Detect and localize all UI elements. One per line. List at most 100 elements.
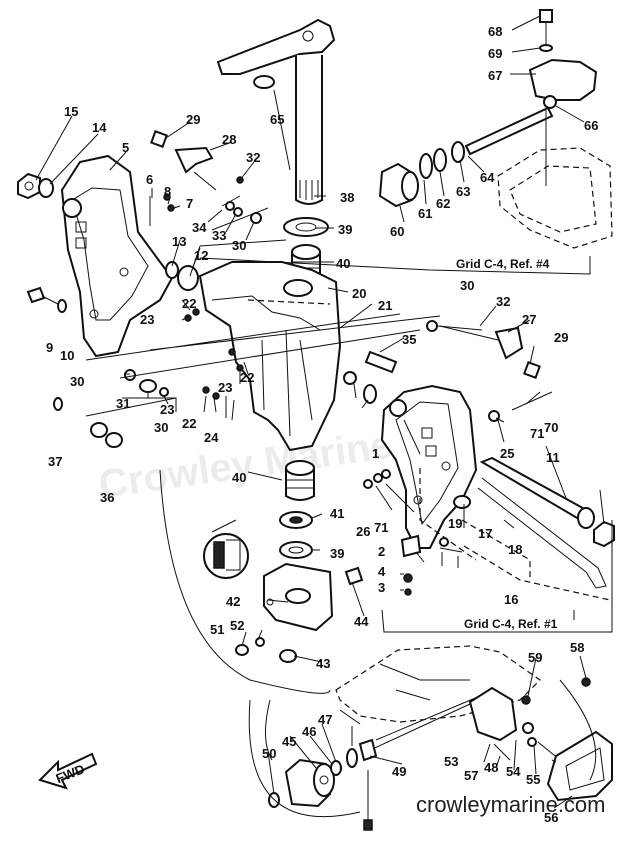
callout-54: 54	[506, 764, 521, 779]
callout-41: 41	[330, 506, 344, 521]
callout-18: 18	[508, 542, 522, 557]
grid-box-top	[199, 256, 591, 275]
bracket-53	[468, 677, 591, 761]
callout-70: 70	[544, 420, 558, 435]
callout-15: 15	[64, 104, 78, 119]
callout-23b: 23	[218, 380, 232, 395]
watermark: crowleymarine.com	[416, 792, 606, 817]
callout-22c: 22	[182, 416, 196, 431]
callout-37: 37	[48, 454, 62, 469]
callout-36: 36	[100, 490, 114, 505]
callout-58: 58	[570, 640, 584, 655]
lower-mount	[335, 645, 541, 741]
dashed-plate	[497, 110, 613, 249]
callout-42: 42	[226, 594, 240, 609]
callout-1: 1	[372, 446, 379, 461]
callout-22a: 22	[182, 296, 196, 311]
callout-29a: 29	[186, 112, 200, 127]
washer-39-upper	[283, 217, 329, 237]
callout-32b: 32	[496, 294, 510, 309]
callout-16: 16	[504, 592, 518, 607]
seal-41	[279, 511, 313, 529]
right-small-parts	[343, 320, 553, 596]
callout-55: 55	[526, 772, 540, 787]
callout-59: 59	[528, 650, 542, 665]
callout-21: 21	[378, 298, 392, 313]
callout-40a: 40	[336, 256, 350, 271]
callout-22b: 22	[240, 370, 254, 385]
callout-13: 13	[172, 234, 186, 249]
callout-6: 6	[146, 172, 153, 187]
left-clamp-bracket	[60, 154, 174, 358]
outline-curves	[159, 469, 597, 818]
callout-19: 19	[448, 516, 462, 531]
tilt-tube-11	[479, 456, 595, 529]
callout-32a: 32	[246, 150, 260, 165]
rubber-mount-45	[268, 748, 358, 808]
nut-15-right	[593, 520, 615, 548]
nut-15-left	[17, 172, 41, 200]
callout-labels: 1 2 3 4 5 6 7 8 9 10 11 12 13 14 15 16 1…	[46, 24, 598, 825]
callout-28: 28	[222, 132, 236, 147]
callout-30b: 30	[460, 278, 474, 293]
callout-24: 24	[204, 430, 219, 445]
callout-14: 14	[92, 120, 107, 135]
callout-53: 53	[444, 754, 458, 769]
callout-45: 45	[282, 734, 296, 749]
leader-lines	[35, 15, 605, 809]
dashed-connector	[247, 299, 611, 601]
callout-38: 38	[340, 190, 354, 205]
washer-39-lower	[279, 541, 313, 559]
callout-30d: 30	[154, 420, 168, 435]
callout-61: 61	[418, 206, 432, 221]
callout-39a: 39	[338, 222, 352, 237]
callout-64: 64	[480, 170, 495, 185]
shaft-64	[378, 106, 554, 208]
callout-56: 56	[544, 810, 558, 825]
callout-65: 65	[270, 112, 284, 127]
callout-67: 67	[488, 68, 502, 83]
callout-35: 35	[402, 332, 416, 347]
callout-71b: 71	[374, 520, 388, 535]
callout-63: 63	[456, 184, 470, 199]
callout-26: 26	[356, 524, 370, 539]
grid-ref-4: Grid C-4, Ref. #4	[456, 257, 550, 271]
callout-11: 11	[546, 450, 560, 465]
callout-43: 43	[316, 656, 330, 671]
callout-48: 48	[484, 760, 498, 775]
callout-34: 34	[192, 220, 207, 235]
callout-12: 12	[194, 248, 208, 263]
callout-51: 51	[210, 622, 224, 637]
tilt-pin-35	[364, 350, 398, 374]
callout-31: 31	[116, 396, 130, 411]
callout-46: 46	[302, 724, 316, 739]
callout-69: 69	[488, 46, 502, 61]
callout-47: 47	[318, 712, 332, 727]
callout-7: 7	[186, 196, 193, 211]
callout-57: 57	[464, 768, 478, 783]
callout-52: 52	[230, 618, 244, 633]
swivel-bracket	[165, 261, 342, 452]
mount-bolt-49	[358, 703, 471, 831]
callout-62: 62	[436, 196, 450, 211]
callout-44: 44	[354, 614, 369, 629]
steering-block-42	[235, 562, 364, 663]
callout-25: 25	[500, 446, 514, 461]
callout-50: 50	[262, 746, 276, 761]
callout-40b: 40	[232, 470, 246, 485]
bushing-40-lower	[285, 460, 315, 501]
leader-assembly-lines	[85, 239, 441, 417]
callout-4: 4	[378, 564, 386, 579]
callout-17: 17	[478, 526, 492, 541]
callout-20: 20	[352, 286, 366, 301]
cover-56	[546, 730, 613, 802]
callout-27: 27	[522, 312, 536, 327]
clamp-bolt-9-left	[26, 286, 67, 313]
washer-14-left	[38, 178, 54, 198]
grid-box-bottom	[381, 520, 613, 633]
callout-30c: 30	[70, 374, 84, 389]
detail-inset	[203, 533, 249, 579]
callout-2: 2	[378, 544, 385, 559]
